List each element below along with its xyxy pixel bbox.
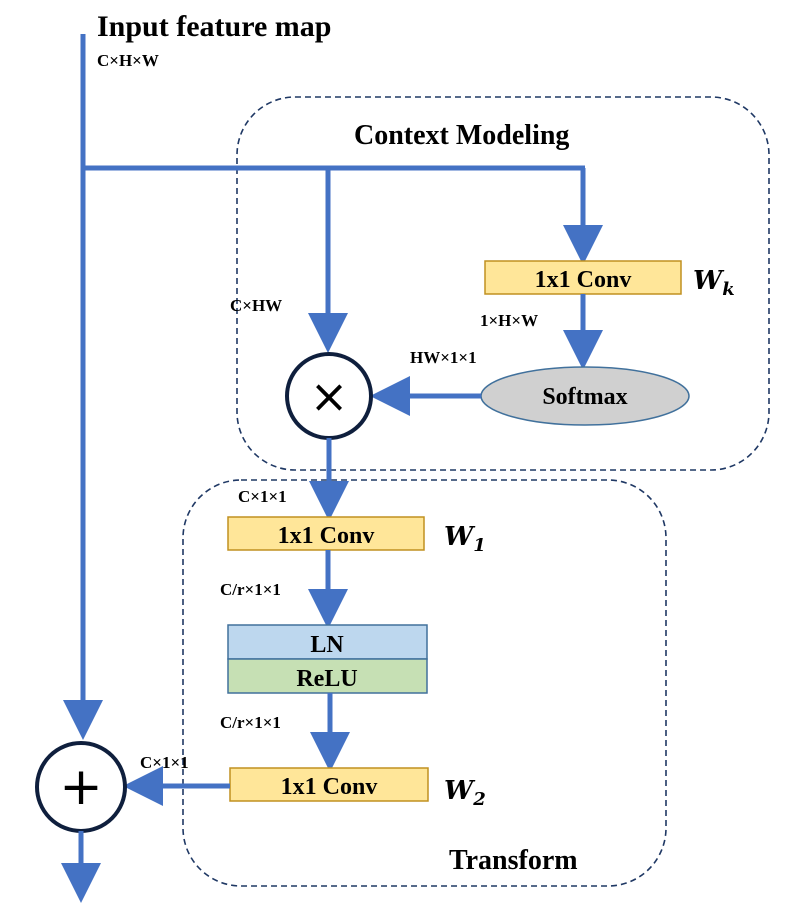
context-modeling-title: Context Modeling: [354, 120, 569, 151]
dim-c11-out-label: C×1×1: [140, 753, 189, 772]
add-node: +: [35, 741, 127, 833]
add-symbol: +: [59, 757, 103, 817]
softmax-label: Softmax: [542, 384, 627, 410]
weight-wk-label: Wk: [693, 266, 735, 300]
conv-wk-block: 1x1 Conv: [484, 260, 682, 295]
conv-w1-label: 1x1 Conv: [278, 523, 375, 549]
multiply-symbol: ×: [310, 369, 349, 423]
dim-c11-top-label: C×1×1: [238, 487, 287, 506]
ln-label: LN: [310, 632, 344, 658]
relu-block: ReLU: [227, 658, 428, 694]
transform-title: Transform: [449, 845, 578, 876]
weight-w1-label: W1: [444, 522, 486, 556]
relu-label: ReLU: [296, 666, 357, 692]
conv-w2-label: 1x1 Conv: [281, 774, 378, 800]
conv-w1-block: 1x1 Conv: [227, 516, 425, 551]
input-title: Input feature map: [97, 10, 331, 43]
context-modeling-group: [236, 96, 770, 471]
transform-group: [182, 479, 667, 887]
dim-chw-label: C×HW: [230, 296, 282, 315]
ln-block: LN: [227, 624, 428, 660]
input-dimension-label: C×H×W: [97, 51, 159, 70]
dim-1hw-label: 1×H×W: [480, 311, 538, 330]
multiply-node: ×: [285, 352, 373, 440]
dim-cr11-b-label: C/r×1×1: [220, 713, 281, 732]
dim-hw11-label: HW×1×1: [410, 348, 477, 367]
conv-w2-block: 1x1 Conv: [229, 767, 429, 802]
dim-cr11-a-label: C/r×1×1: [220, 580, 281, 599]
softmax-block: Softmax: [480, 366, 690, 426]
weight-w2-label: W2: [444, 776, 486, 810]
conv-wk-label: 1x1 Conv: [535, 267, 632, 293]
